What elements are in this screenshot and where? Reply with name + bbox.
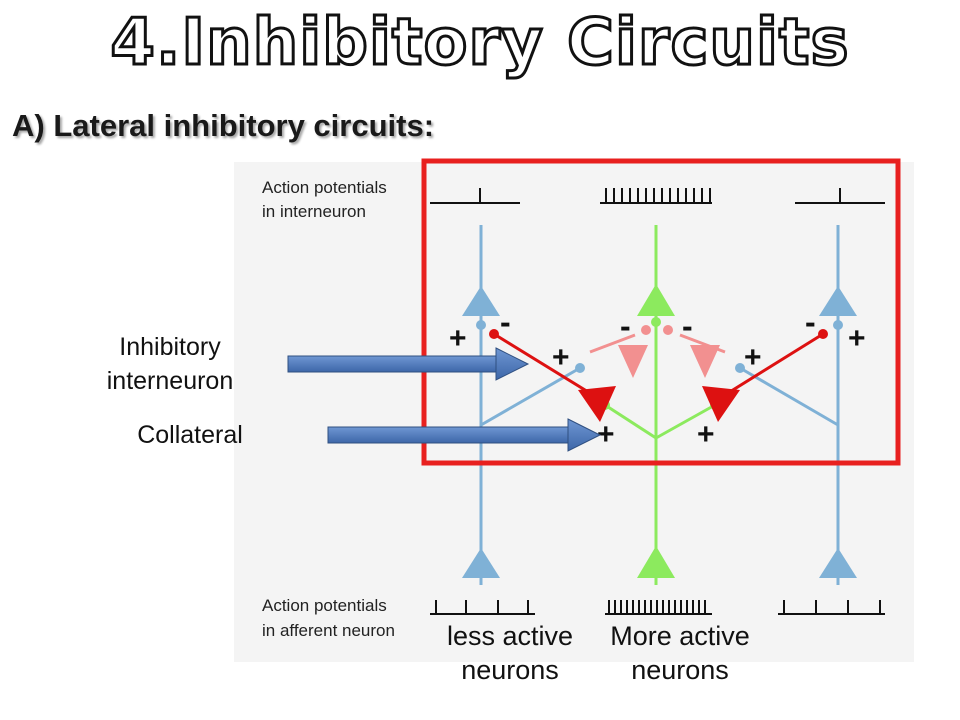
left-inhibitory-interneuron-body	[578, 386, 616, 422]
right-interneuron-body	[819, 286, 857, 316]
inhibitory-interneuron-label: Inhibitory interneuron	[80, 330, 260, 398]
more-active-line1: More active	[610, 621, 750, 651]
top-spike-train-center	[600, 188, 712, 204]
bottom-spike-train-left	[430, 600, 535, 615]
more-active-label: More active neurons	[590, 619, 770, 687]
sign-plus: +	[552, 341, 570, 374]
less-active-label: less active neurons	[420, 619, 600, 687]
sign-minus: -	[805, 304, 816, 340]
top-spike-train-left	[430, 188, 520, 204]
highlight-box	[421, 158, 901, 466]
diagram-panel	[234, 162, 914, 662]
sign-plus: +	[697, 418, 715, 451]
sign-plus: +	[449, 322, 467, 355]
more-active-line2: neurons	[631, 655, 729, 685]
bottom-spike-train-center	[605, 600, 712, 615]
inhibitory-label-line2: interneuron	[106, 367, 234, 395]
sign-minus: -	[620, 308, 631, 344]
bottom-label-line1: Action potentials	[262, 596, 387, 615]
less-active-line2: neurons	[461, 655, 559, 685]
left-inhibitory-light-body	[618, 345, 648, 378]
inhibitory-label-line1: Inhibitory	[119, 333, 221, 361]
center-interneuron-body	[637, 284, 675, 316]
bottom-spike-train-right	[778, 600, 885, 615]
right-neuron-axon	[739, 225, 840, 585]
top-label-line1: Action potentials	[262, 178, 387, 197]
center-afferent-body	[637, 546, 675, 578]
right-afferent-body	[819, 548, 857, 578]
left-interneuron-body	[462, 286, 500, 316]
sign-minus: -	[682, 308, 693, 344]
collateral-label: Collateral	[137, 421, 243, 449]
less-active-line1: less active	[446, 621, 574, 651]
left-afferent-body	[462, 548, 500, 578]
inhibitory-interneuron-arrow	[287, 347, 530, 381]
right-inhibitory-interneuron-body	[702, 386, 740, 422]
sign-plus: +	[744, 341, 762, 374]
slide-title: 4.Inhibitory Circuits	[109, 5, 850, 82]
bottom-label-line2: in afferent neuron	[262, 621, 395, 640]
right-inhibitory-light-body	[690, 345, 720, 378]
collateral-arrow	[327, 418, 602, 452]
slide-subtitle: A) Lateral inhibitory circuits:	[12, 108, 435, 143]
sign-plus: +	[597, 418, 615, 451]
sign-minus: -	[500, 304, 511, 340]
top-spike-train-right	[795, 188, 885, 204]
sign-plus: +	[848, 322, 866, 355]
top-label-line2: in interneuron	[262, 202, 366, 221]
